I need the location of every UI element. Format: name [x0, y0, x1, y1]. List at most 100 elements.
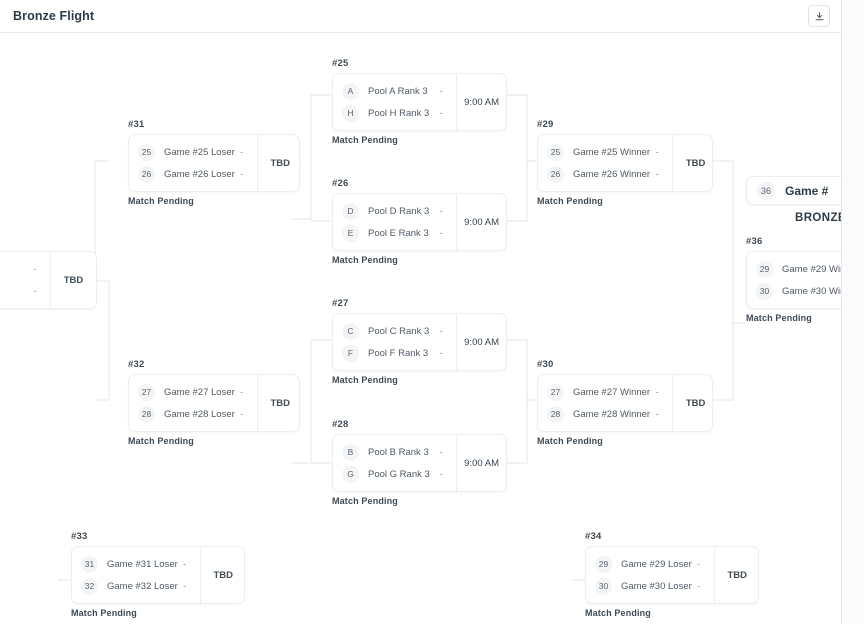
team-name: nner: [0, 264, 28, 275]
match-teams: 29 Game #29 Winn 30 Game #30 Winn: [747, 252, 841, 308]
match-teams: 25 Game #25 Winner - 26 Game #26 Winner …: [538, 135, 672, 191]
match-block-36[interactable]: #36 29 Game #29 Winn 30 Game #30 Winn Ma…: [746, 236, 841, 323]
match-status: TBD: [713, 547, 758, 603]
team-row[interactable]: nner -: [0, 258, 50, 280]
match-block-32[interactable]: #32 27 Game #27 Loser - 28 Game #28 Lose…: [128, 359, 300, 446]
team-row[interactable]: H Pool H Rank 3 -: [333, 102, 456, 124]
team-row[interactable]: nner -: [0, 280, 50, 302]
seed-badge: B: [342, 443, 359, 461]
download-button[interactable]: [808, 5, 830, 27]
team-row[interactable]: 26 Game #26 Winner -: [538, 163, 672, 185]
match-status-footer: Match Pending: [128, 196, 194, 206]
match-block-33[interactable]: #33 31 Game #31 Loser - 32 Game #32 Lose…: [71, 531, 245, 618]
team-row[interactable]: 25 Game #25 Loser -: [129, 141, 257, 163]
match-card[interactable]: 31 Game #31 Loser - 32 Game #32 Loser - …: [71, 546, 245, 604]
match-card[interactable]: C Pool C Rank 3 - F Pool F Rank 3 - 9:00…: [332, 313, 507, 371]
seed-badge: 30: [756, 282, 773, 300]
match-status-footer: Match Pending: [71, 608, 137, 618]
team-name: Game #26 Loser: [164, 168, 235, 180]
match-block-31[interactable]: #31 25 Game #25 Loser - 26 Game #26 Lose…: [128, 119, 300, 206]
match-card[interactable]: 25 Game #25 Loser - 26 Game #26 Loser - …: [128, 134, 300, 192]
team-row[interactable]: E Pool E Rank 3 -: [333, 222, 456, 244]
team-row[interactable]: D Pool D Rank 3 -: [333, 200, 456, 222]
match-block-25[interactable]: #25 A Pool A Rank 3 - H Pool H Rank 3 - …: [332, 58, 507, 145]
match-number: #29: [537, 119, 554, 130]
match-card[interactable]: A Pool A Rank 3 - H Pool H Rank 3 - 9:00…: [332, 73, 507, 131]
team-row[interactable]: 30 Game #30 Winn: [747, 280, 841, 302]
bracket-canvas[interactable]: nner - nner - TBD #25 A: [0, 33, 841, 624]
seed-badge: 27: [138, 383, 155, 401]
team-name: Pool A Rank 3: [368, 85, 428, 97]
champion-title: BRONZE CH: [795, 212, 841, 224]
team-row[interactable]: B Pool B Rank 3 -: [333, 441, 456, 463]
team-name: Game #31 Loser: [107, 558, 178, 570]
match-status: TBD: [199, 547, 244, 603]
team-row[interactable]: 27 Game #27 Winner -: [538, 381, 672, 403]
team-score: -: [697, 580, 701, 592]
match-card[interactable]: 29 Game #29 Winn 30 Game #30 Winn: [746, 251, 841, 309]
seed-badge: 26: [138, 165, 155, 183]
team-row[interactable]: F Pool F Rank 3 -: [333, 342, 456, 364]
match-block-28[interactable]: #28 B Pool B Rank 3 - G Pool G Rank 3 - …: [332, 419, 507, 506]
match-card-partial-left[interactable]: nner - nner - TBD: [0, 251, 97, 309]
match-status: TBD: [672, 135, 712, 191]
team-row[interactable]: 26 Game #26 Loser -: [129, 163, 257, 185]
match-number: #36: [746, 236, 763, 247]
seed-badge: A: [342, 82, 359, 100]
seed-badge: 31: [81, 555, 98, 573]
team-score: -: [439, 446, 443, 458]
team-row[interactable]: 28 Game #28 Winner -: [538, 403, 672, 425]
team-row[interactable]: 25 Game #25 Winner -: [538, 141, 672, 163]
match-card[interactable]: B Pool B Rank 3 - G Pool G Rank 3 - 9:00…: [332, 434, 507, 492]
flight-header: Bronze Flight: [0, 0, 841, 33]
seed-badge: F: [342, 344, 359, 362]
team-row[interactable]: 30 Game #30 Loser -: [586, 575, 714, 597]
match-card[interactable]: 27 Game #27 Loser - 28 Game #28 Loser - …: [128, 374, 300, 432]
team-name: Game #28 Winner: [573, 408, 651, 420]
match-status: 9:00 AM: [456, 314, 506, 370]
team-name: Game #28 Loser: [164, 408, 235, 420]
match-card[interactable]: 29 Game #29 Loser - 30 Game #30 Loser - …: [585, 546, 759, 604]
match-status-footer: Match Pending: [332, 496, 398, 506]
match-card[interactable]: 25 Game #25 Winner - 26 Game #26 Winner …: [537, 134, 713, 192]
team-row[interactable]: G Pool G Rank 3 -: [333, 463, 456, 485]
match-block-27[interactable]: #27 C Pool C Rank 3 - F Pool F Rank 3 - …: [332, 298, 507, 385]
seed-badge: G: [342, 465, 359, 483]
match-card[interactable]: D Pool D Rank 3 - E Pool E Rank 3 - 9:00…: [332, 193, 507, 251]
match-status-footer: Match Pending: [537, 196, 603, 206]
match-card[interactable]: nner - nner - TBD: [0, 251, 97, 309]
team-row[interactable]: 27 Game #27 Loser -: [129, 381, 257, 403]
champion-card[interactable]: 36 Game #: [746, 176, 841, 205]
team-row[interactable]: 31 Game #31 Loser -: [72, 553, 200, 575]
team-score: -: [655, 408, 659, 420]
champion-block[interactable]: 36 Game # BRONZE CH: [746, 176, 841, 224]
team-row[interactable]: 29 Game #29 Winn: [747, 258, 841, 280]
team-name: Pool D Rank 3: [368, 205, 430, 217]
match-block-34[interactable]: #34 29 Game #29 Loser - 30 Game #30 Lose…: [585, 531, 759, 618]
match-teams: 25 Game #25 Loser - 26 Game #26 Loser -: [129, 135, 257, 191]
team-name: Game #26 Winner: [573, 168, 651, 180]
match-status: TBD: [50, 252, 96, 308]
match-number: #28: [332, 419, 349, 430]
team-row[interactable]: 28 Game #28 Loser -: [129, 403, 257, 425]
team-score: -: [655, 146, 659, 158]
match-block-29[interactable]: #29 25 Game #25 Winner - 26 Game #26 Win…: [537, 119, 713, 206]
seed-badge: 30: [595, 577, 612, 595]
team-row[interactable]: 29 Game #29 Loser -: [586, 553, 714, 575]
match-number: #31: [128, 119, 145, 130]
team-name: Game #30 Winn: [782, 285, 841, 297]
team-score: -: [183, 558, 187, 570]
team-name: Game #29 Winn: [782, 263, 841, 275]
match-card[interactable]: 27 Game #27 Winner - 28 Game #28 Winner …: [537, 374, 713, 432]
team-score: -: [439, 85, 443, 97]
team-name: Game #25 Winner: [573, 146, 651, 158]
match-block-30[interactable]: #30 27 Game #27 Winner - 28 Game #28 Win…: [537, 359, 713, 446]
match-block-26[interactable]: #26 D Pool D Rank 3 - E Pool E Rank 3 - …: [332, 178, 507, 265]
team-score: -: [33, 263, 37, 275]
team-row[interactable]: A Pool A Rank 3 -: [333, 80, 456, 102]
team-name: Game #32 Loser: [107, 580, 178, 592]
seed-badge: 32: [81, 577, 98, 595]
team-row[interactable]: C Pool C Rank 3 -: [333, 320, 456, 342]
seed-badge: 25: [547, 143, 564, 161]
team-row[interactable]: 32 Game #32 Loser -: [72, 575, 200, 597]
